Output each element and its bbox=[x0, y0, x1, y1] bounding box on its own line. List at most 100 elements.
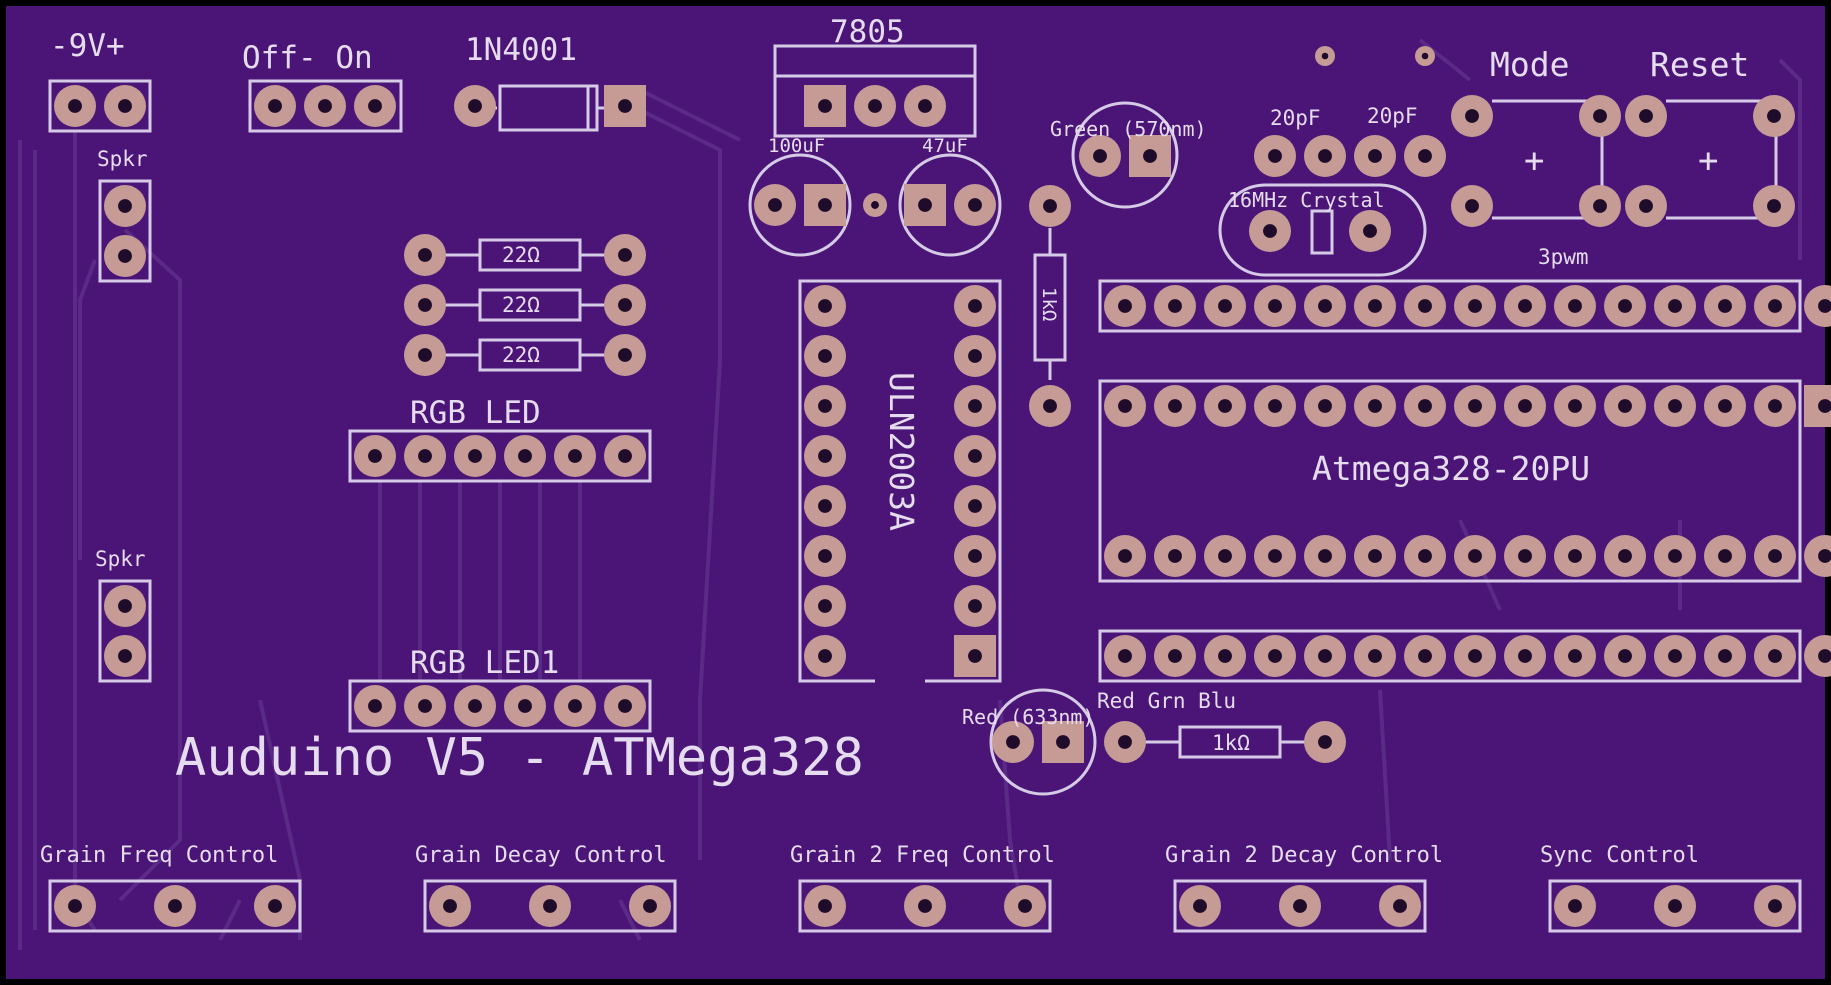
uln2003a-pad-right-5-hole bbox=[968, 499, 982, 513]
rgb-led-outline bbox=[348, 429, 652, 483]
header-bottom-pad-5-hole bbox=[1318, 649, 1332, 663]
resistor-2-pad-2-hole bbox=[618, 298, 632, 312]
mode-button-pad-1-hole bbox=[1465, 109, 1479, 123]
led-green-pad-2-hole bbox=[1143, 149, 1157, 163]
uln2003a-pad-right-6-hole bbox=[968, 549, 982, 563]
resistor-1-pad-2-hole bbox=[618, 248, 632, 262]
led-red-outline bbox=[989, 688, 1097, 796]
rgb-legend-label: Red Grn Blu bbox=[1097, 689, 1236, 713]
pot-1-outline bbox=[48, 879, 302, 933]
reset-button-plus: + bbox=[1698, 141, 1718, 181]
rgb-led1-label: RGB LED1 bbox=[410, 645, 559, 681]
cap-47uf-pad-2-hole bbox=[968, 198, 982, 212]
mcu-pad-bottom-3-hole bbox=[1218, 549, 1232, 563]
header-3pwm-pad-7-hole bbox=[1418, 299, 1432, 313]
pot-5-label: Sync Control bbox=[1540, 843, 1699, 868]
header-bottom-pad-1-hole bbox=[1118, 649, 1132, 663]
pot-4-label: Grain 2 Decay Control bbox=[1165, 843, 1443, 868]
uln2003a-pad-left-3-hole bbox=[818, 399, 832, 413]
switch-pad-1-hole bbox=[268, 99, 282, 113]
header-bottom-outline bbox=[1098, 629, 1802, 683]
uln2003a-label: ULN2003A bbox=[882, 372, 921, 531]
rgb-led-pad-2-hole bbox=[418, 449, 432, 463]
pot-5-pad-3-hole bbox=[1768, 899, 1782, 913]
resistor-3-pad-1-hole bbox=[418, 348, 432, 362]
copper-traces bbox=[18, 38, 1802, 950]
header-3pwm-pad-11-hole bbox=[1618, 299, 1632, 313]
uln2003a-outline bbox=[798, 279, 1002, 683]
pot-5-pad-1-hole bbox=[1568, 899, 1582, 913]
silkscreen-labels: -9V+ Off- On 1N4001 7805 100uF 47uF Gree… bbox=[40, 14, 1749, 868]
cap-100uf-pad-1-hole bbox=[768, 198, 782, 212]
pot-2-pad-2-hole bbox=[543, 899, 557, 913]
cap-20pf-1-pad-2-hole bbox=[1318, 149, 1332, 163]
mcu-pad-top-7-hole bbox=[1418, 399, 1432, 413]
mcu-pad-top-12-hole bbox=[1668, 399, 1682, 413]
cap-100uf-label: 100uF bbox=[768, 135, 825, 157]
uln2003a-pad-left-8-hole bbox=[818, 649, 832, 663]
mode-button-pad-2-hole bbox=[1593, 109, 1607, 123]
pot-3-pad-3-hole bbox=[1018, 899, 1032, 913]
rgb-led1-pad-4-hole bbox=[518, 699, 532, 713]
rgb-led1-outline bbox=[348, 679, 652, 733]
uln2003a-pad-right-7-hole bbox=[968, 599, 982, 613]
pot-3-label: Grain 2 Freq Control bbox=[790, 843, 1055, 868]
speaker-top-outline bbox=[98, 179, 152, 283]
mcu-pad-top-6-hole bbox=[1368, 399, 1382, 413]
reset-button-pad-4-hole bbox=[1767, 199, 1781, 213]
board-title: Auduino V5 - ATMega328 bbox=[175, 728, 864, 788]
header-bottom-pad-15-hole bbox=[1818, 649, 1831, 663]
cap-100uf-outline bbox=[748, 153, 852, 257]
pot-2-outline bbox=[423, 879, 677, 933]
header-bottom-pad-7-hole bbox=[1418, 649, 1432, 663]
via-top-2-hole bbox=[1421, 52, 1429, 60]
resistor-1k-vertical-label: 1kΩ bbox=[1038, 287, 1060, 321]
mode-button-plus: + bbox=[1524, 141, 1544, 181]
uln2003a-pad-right-2-hole bbox=[968, 349, 982, 363]
regulator-pad-2-hole bbox=[868, 99, 882, 113]
reset-label: Reset bbox=[1650, 45, 1749, 84]
header-bottom-pad-6-hole bbox=[1368, 649, 1382, 663]
crystal-pad-1-hole bbox=[1263, 224, 1277, 238]
resistor-1k-vertical-pad-2-hole bbox=[1043, 399, 1057, 413]
pot-1-pad-3-hole bbox=[268, 899, 282, 913]
header-3pwm-pad-6-hole bbox=[1368, 299, 1382, 313]
cap-47uf-outline bbox=[898, 153, 1002, 257]
uln2003a-pad-left-4-hole bbox=[818, 449, 832, 463]
rgb-led1-pad-6-hole bbox=[618, 699, 632, 713]
header-3pwm-pad-1-hole bbox=[1118, 299, 1132, 313]
pot-2-label: Grain Decay Control bbox=[415, 843, 667, 868]
mode-button-pad-3-hole bbox=[1465, 199, 1479, 213]
led-green-outline bbox=[1071, 101, 1179, 209]
mcu-pad-top-8-hole bbox=[1468, 399, 1482, 413]
uln2003a-pad-right-1-hole bbox=[968, 299, 982, 313]
pot-3-pad-1-hole bbox=[818, 899, 832, 913]
header-3pwm-pad-13-hole bbox=[1718, 299, 1732, 313]
regulator-outline bbox=[773, 44, 977, 138]
header-bottom-pad-14-hole bbox=[1768, 649, 1782, 663]
header-bottom-pad-8-hole bbox=[1468, 649, 1482, 663]
crystal-label: 16MHz Crystal bbox=[1228, 188, 1385, 212]
diode-pad-1-hole bbox=[468, 99, 482, 113]
header-3pwm-pad-14-hole bbox=[1768, 299, 1782, 313]
pot-5-outline bbox=[1548, 879, 1802, 933]
mcu-pad-bottom-12-hole bbox=[1668, 549, 1682, 563]
uln2003a-pad-right-4-hole bbox=[968, 449, 982, 463]
mcu-pad-top-4-hole bbox=[1268, 399, 1282, 413]
mcu-pad-bottom-5-hole bbox=[1318, 549, 1332, 563]
pot-1-pad-1-hole bbox=[68, 899, 82, 913]
header-3pwm-pad-5-hole bbox=[1318, 299, 1332, 313]
rgb-led-pad-3-hole bbox=[468, 449, 482, 463]
pot-4-pad-3-hole bbox=[1393, 899, 1407, 913]
mcu-pad-top-3-hole bbox=[1218, 399, 1232, 413]
pot-1-pad-2-hole bbox=[168, 899, 182, 913]
uln2003a-pad-left-5-hole bbox=[818, 499, 832, 513]
mcu-pad-bottom-2-hole bbox=[1168, 549, 1182, 563]
crystal-pad-2-hole bbox=[1363, 224, 1377, 238]
reset-button-pad-3-hole bbox=[1639, 199, 1653, 213]
speaker-top-label: Spkr bbox=[97, 147, 148, 171]
resistor-3-pad-2-hole bbox=[618, 348, 632, 362]
mcu-pad-top-11-hole bbox=[1618, 399, 1632, 413]
uln2003a-pad-left-2-hole bbox=[818, 349, 832, 363]
header-3pwm-pad-10-hole bbox=[1568, 299, 1582, 313]
